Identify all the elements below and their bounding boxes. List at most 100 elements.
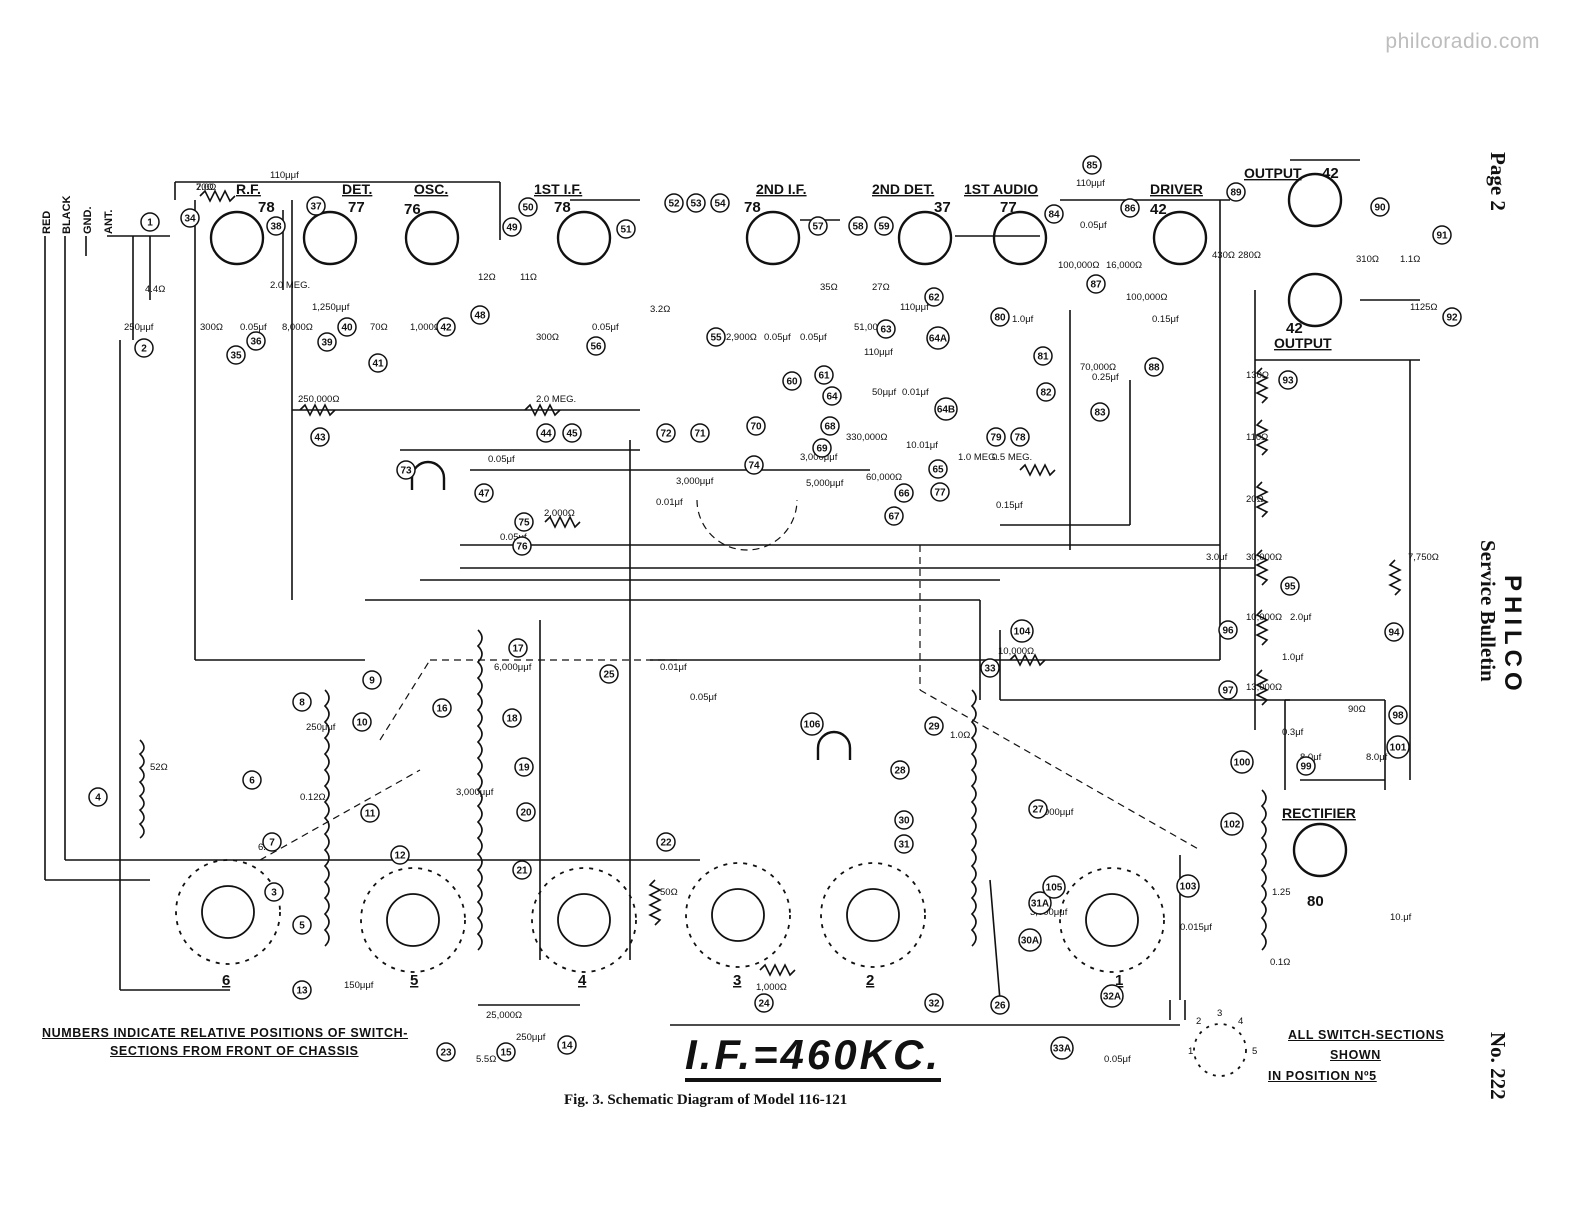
component-value: 52Ω xyxy=(150,762,168,773)
svg-text:4: 4 xyxy=(95,793,101,804)
component-value: 300Ω xyxy=(200,322,223,333)
lead-black: BLACK xyxy=(61,195,73,234)
callout-38: 38 xyxy=(266,216,286,236)
callout-75: 75 xyxy=(514,512,534,532)
svg-text:51: 51 xyxy=(620,225,632,236)
lead-ant: ANT. xyxy=(103,210,115,234)
component-value: 25,000Ω xyxy=(486,1010,522,1021)
right-note-line3: IN POSITION Nº5 xyxy=(1268,1069,1377,1083)
svg-text:64B: 64B xyxy=(937,405,955,416)
component-value: 4.4Ω xyxy=(145,284,165,295)
tube-type-osc: 76 xyxy=(404,201,421,218)
switch-section-numbers: 6 5 4 3 2 1 xyxy=(222,972,1123,989)
component-value: 1.0Ω xyxy=(950,730,970,741)
svg-text:2: 2 xyxy=(141,344,147,355)
component-value: 1.25 xyxy=(1272,887,1291,898)
component-value: 0.01μf xyxy=(660,662,687,673)
component-value: 60,000Ω xyxy=(866,472,902,483)
component-value: 0.25μf xyxy=(1092,372,1119,383)
tube-label-2nd-if: 2ND I.F. xyxy=(756,181,807,197)
svg-text:47: 47 xyxy=(478,489,490,500)
callout-89: 89 xyxy=(1226,182,1246,202)
switch-section-label: 4 xyxy=(578,972,587,989)
component-value: 0.5 MEG. xyxy=(992,452,1032,463)
callout-81: 81 xyxy=(1033,346,1053,366)
component-value: 110Ω xyxy=(1246,432,1268,443)
svg-text:96: 96 xyxy=(1222,626,1234,637)
callout-30a: 30A xyxy=(1018,928,1042,952)
if-frequency-banner: I.F.=460KC. xyxy=(685,1032,941,1082)
svg-text:18: 18 xyxy=(506,714,518,725)
svg-text:61: 61 xyxy=(818,371,830,382)
svg-text:44: 44 xyxy=(540,429,552,440)
component-value: 2.0μf xyxy=(1290,612,1312,623)
component-value: 0.1Ω xyxy=(1270,957,1290,968)
svg-text:52: 52 xyxy=(668,199,680,210)
component-value: 110μμf xyxy=(864,347,893,358)
component-value: 70Ω xyxy=(370,322,388,333)
lead-labels: RED BLACK GND. ANT. xyxy=(41,195,115,234)
svg-text:24: 24 xyxy=(758,999,770,1010)
callout-52: 52 xyxy=(664,193,684,213)
callout-74: 74 xyxy=(744,455,764,475)
svg-text:6: 6 xyxy=(249,776,255,787)
callout-42: 42 xyxy=(436,317,456,337)
callout-47: 47 xyxy=(474,483,494,503)
svg-text:3: 3 xyxy=(271,888,277,899)
callout-32: 32 xyxy=(924,993,944,1013)
callout-64b: 64B xyxy=(934,397,958,421)
callout-98: 98 xyxy=(1388,705,1408,725)
callout-77: 77 xyxy=(930,482,950,502)
component-value: 0.05μf xyxy=(1080,220,1107,231)
callout-93: 93 xyxy=(1278,370,1298,390)
svg-text:106: 106 xyxy=(804,720,821,731)
tube-type-1st-audio: 77 xyxy=(1000,199,1017,216)
callout-103: 103 xyxy=(1176,874,1200,898)
tube-type-output-2: 42 xyxy=(1286,320,1303,337)
svg-text:43: 43 xyxy=(314,433,326,444)
position-number: 2 xyxy=(1196,1016,1201,1027)
callout-91: 91 xyxy=(1432,225,1452,245)
callout-44: 44 xyxy=(536,423,556,443)
component-value: 430Ω xyxy=(1212,250,1235,261)
callout-73: 73 xyxy=(396,460,416,480)
component-value: 300Ω xyxy=(536,332,559,343)
callout-45: 45 xyxy=(562,423,582,443)
svg-text:92: 92 xyxy=(1446,313,1458,324)
position-number: 3 xyxy=(1217,1008,1222,1019)
component-value: 250μμf xyxy=(516,1032,546,1043)
callout-105: 105 xyxy=(1042,875,1066,899)
svg-text:90: 90 xyxy=(1374,203,1386,214)
callout-54: 54 xyxy=(710,193,730,213)
callout-31a: 31A xyxy=(1028,891,1052,915)
callout-7: 7 xyxy=(262,832,282,852)
component-value: 310Ω xyxy=(1356,254,1379,265)
callout-36: 36 xyxy=(246,331,266,351)
svg-text:50: 50 xyxy=(522,203,534,214)
svg-text:91: 91 xyxy=(1436,231,1448,242)
component-value: 0.01μf xyxy=(656,497,683,508)
component-value: 6,000μμf xyxy=(494,662,532,673)
callout-95: 95 xyxy=(1280,576,1300,596)
right-note-line2: SHOWN xyxy=(1330,1048,1381,1062)
svg-text:60: 60 xyxy=(786,377,798,388)
callout-76: 76 xyxy=(512,536,532,556)
component-value: 30,000Ω xyxy=(1246,552,1282,563)
callout-99: 99 xyxy=(1296,756,1316,776)
component-value: 5,000μμf xyxy=(806,478,844,489)
component-value: 1.0 MEG. xyxy=(958,452,998,463)
svg-text:104: 104 xyxy=(1014,627,1031,638)
svg-text:5: 5 xyxy=(299,921,305,932)
svg-text:14: 14 xyxy=(561,1041,573,1052)
component-value: 0.05μf xyxy=(690,692,717,703)
callout-24: 24 xyxy=(754,993,774,1013)
left-note-line2: SECTIONS FROM FRONT OF CHASSIS xyxy=(110,1044,359,1058)
component-value: 130Ω xyxy=(1246,370,1269,381)
svg-text:70: 70 xyxy=(750,422,762,433)
svg-text:1: 1 xyxy=(147,218,153,229)
callout-12: 12 xyxy=(390,845,410,865)
switch-section-label: 6 xyxy=(222,972,230,989)
component-value: 0.05μf xyxy=(500,532,527,543)
callout-1: 1 xyxy=(140,212,160,232)
